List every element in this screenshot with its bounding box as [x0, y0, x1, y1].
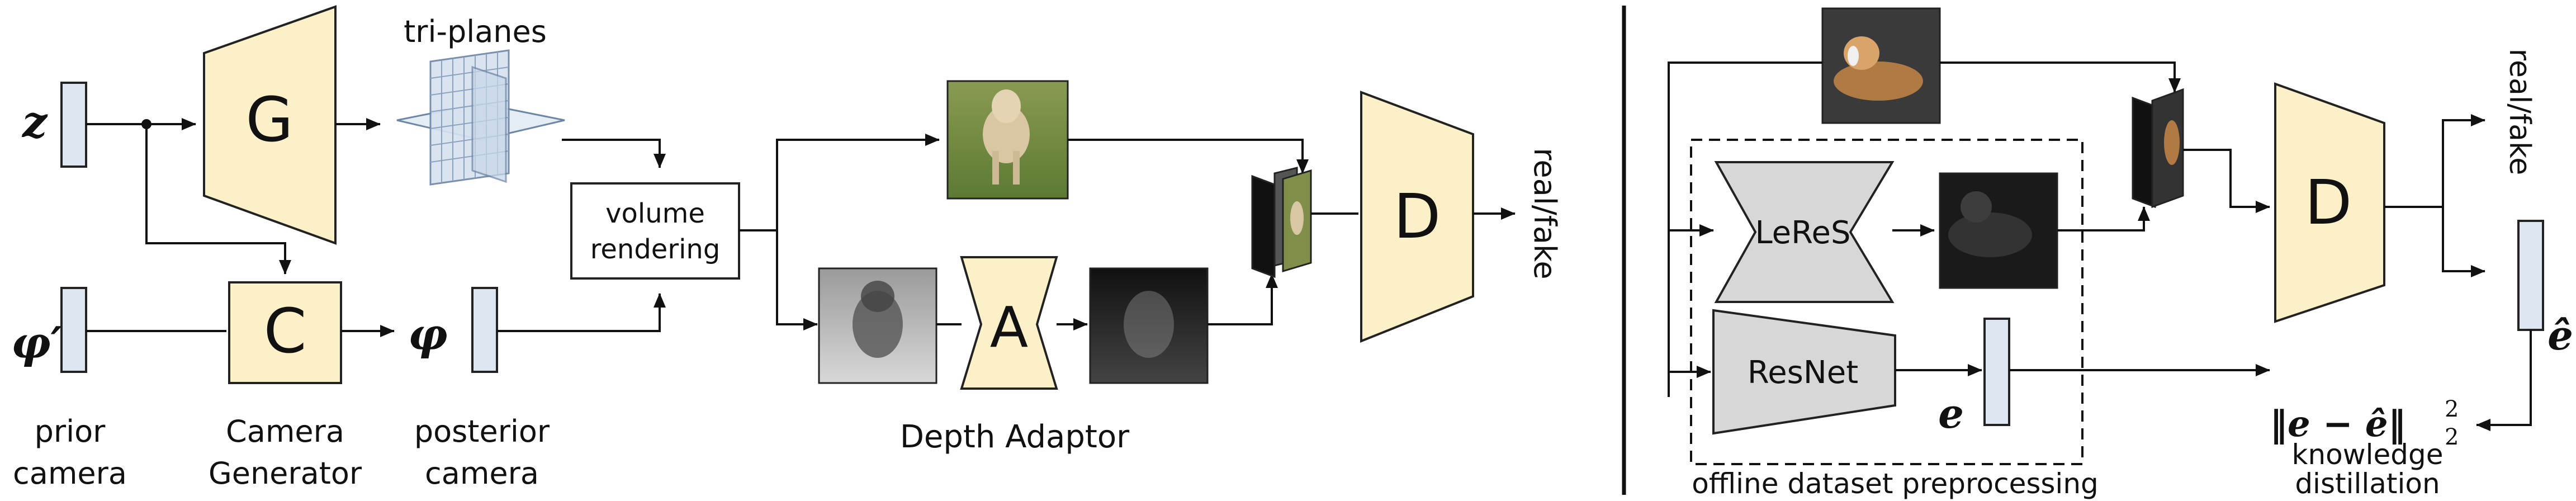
camera-generator-label-2: Generator — [209, 456, 362, 491]
e-vector — [1983, 318, 2010, 426]
depth-adaptor-label: Depth Adaptor — [900, 419, 1130, 455]
volume-rendering-box — [570, 182, 740, 280]
d-right-label: D — [2305, 167, 2352, 238]
real-fake-right-label: real/fake — [2503, 49, 2536, 175]
depth-map-icon — [1939, 172, 2058, 289]
discriminator-d-right — [2274, 82, 2385, 323]
phi-symbol: φ — [408, 309, 448, 360]
d-left-label: D — [1394, 181, 1441, 252]
depth-map-icon — [818, 267, 937, 384]
dog-photo-icon — [946, 80, 1069, 200]
prior-camera-label-1: prior — [35, 414, 106, 449]
kd-formula-sub: 2 — [2445, 424, 2459, 450]
image-stack-icon — [2132, 88, 2184, 209]
prior-camera-label-2: camera — [13, 456, 127, 491]
e-hat-vector — [2517, 220, 2544, 331]
leres-label: LeReS — [1755, 215, 1850, 251]
depth-map-icon — [1089, 267, 1209, 384]
posterior-camera-label-2: camera — [425, 456, 539, 491]
knowledge-distillation-label-1: knowledge — [2291, 438, 2443, 471]
leres-network — [1714, 161, 1895, 303]
image-stack-icon — [1251, 167, 1312, 278]
kd-formula-sup: 2 — [2445, 396, 2459, 422]
resnet-network — [1712, 309, 1896, 435]
prior-camera-vector — [60, 287, 87, 373]
phi-prime-symbol: φ′ — [11, 318, 63, 368]
kd-formula: ‖e − ê‖ — [2270, 403, 2406, 445]
tri-planes-label: tri-planes — [404, 14, 547, 49]
a-label: A — [990, 295, 1028, 360]
real-fake-left-label: real/fake — [1527, 148, 1562, 279]
resnet-label: ResNet — [1748, 355, 1858, 391]
knowledge-distillation-label-2: distillation — [2295, 467, 2440, 500]
tri-planes-icon — [396, 49, 565, 186]
e-symbol: e — [1938, 390, 1964, 437]
e-hat-symbol: ê — [2547, 311, 2573, 359]
z-symbol: z — [21, 97, 48, 148]
volume-rendering-label-2: rendering — [590, 234, 721, 265]
posterior-camera-vector — [471, 287, 498, 373]
g-label: G — [245, 84, 293, 155]
depth-adaptor-a — [960, 256, 1058, 390]
c-label: C — [264, 295, 307, 367]
posterior-camera-label-1: posterior — [414, 414, 550, 449]
volume-rendering-label-1: volume — [605, 198, 705, 229]
offline-preprocessing-label: offline dataset preprocessing — [1692, 467, 2099, 500]
discriminator-d-left — [1360, 91, 1474, 343]
dog-photo-icon — [1821, 7, 1941, 124]
z-vector — [60, 82, 87, 168]
camera-generator-label-1: Camera — [226, 414, 344, 449]
camera-generator-c — [228, 281, 342, 384]
generator-g — [203, 5, 337, 245]
